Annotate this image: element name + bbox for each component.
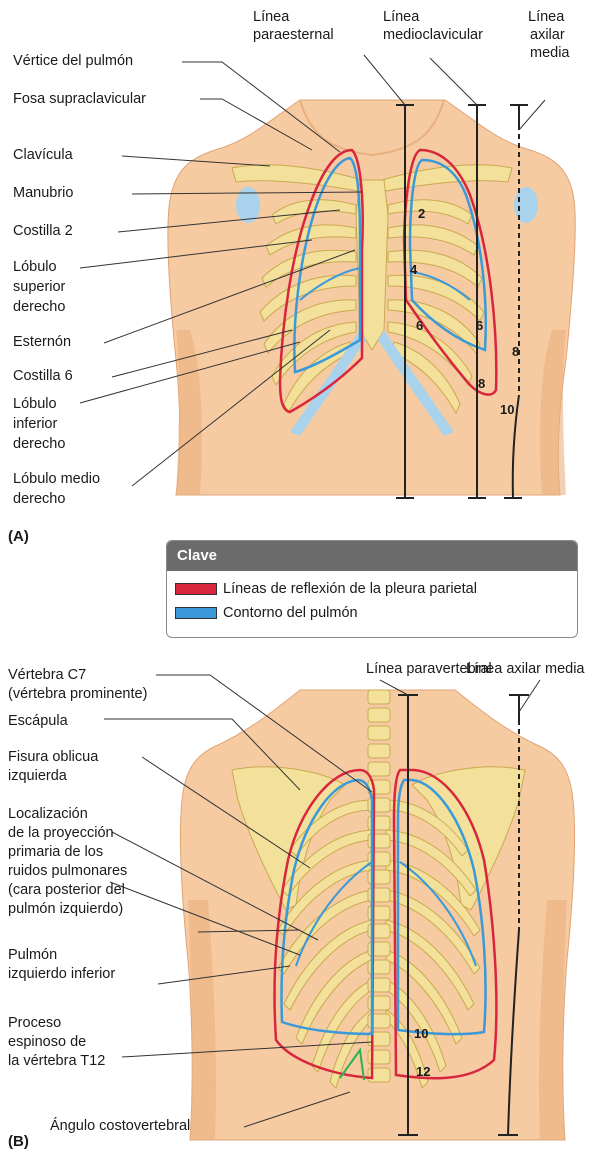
- label-lobulo-sup-1: Lóbulo: [13, 258, 57, 276]
- shoulder-joint-left: [514, 187, 538, 223]
- label-localizacion-5: (cara posterior del: [8, 881, 125, 899]
- label-lobulo-inf-3: derecho: [13, 435, 65, 453]
- label-clavicula: Clavícula: [13, 146, 73, 164]
- label-lobulo-medio-2: derecho: [13, 490, 65, 508]
- legend-swatch-red: [175, 583, 217, 595]
- legend-title: Clave: [167, 541, 577, 571]
- rib-number-10-posterior: 10: [414, 1026, 428, 1041]
- label-linea-axilar-3: media: [530, 44, 570, 62]
- label-fisura-oblicua-1: Fisura oblicua: [8, 748, 98, 766]
- label-fosa-supraclavicular: Fosa supraclavicular: [13, 90, 146, 108]
- rib-number-2: 2: [418, 206, 425, 221]
- legend-key: Clave Líneas de reflexión de la pleura p…: [166, 540, 578, 638]
- label-localizacion-3: primaria de los: [8, 843, 103, 861]
- label-lobulo-inf-1: Lóbulo: [13, 395, 57, 413]
- label-proceso-1: Proceso: [8, 1014, 61, 1032]
- label-linea-axilar-media: Línea axilar media: [466, 660, 585, 678]
- label-linea-medioclavicular-2: medioclavicular: [383, 26, 483, 44]
- label-proceso-2: espinoso de: [8, 1033, 86, 1051]
- label-proceso-3: la vértebra T12: [8, 1052, 105, 1070]
- label-linea-axilar-2: axilar: [530, 26, 565, 44]
- label-linea-paraesternal-2: paraesternal: [253, 26, 334, 44]
- label-localizacion-1: Localización: [8, 805, 88, 823]
- label-linea-paraesternal-1: Línea: [253, 8, 289, 26]
- rib-number-4: 4: [410, 262, 417, 277]
- label-localizacion-6: pulmón izquierdo): [8, 900, 123, 918]
- rib-number-8-medio: 8: [478, 376, 485, 391]
- label-angulo-costovertebral: Ángulo costovertebral: [50, 1117, 190, 1135]
- panel-label-a: (A): [8, 528, 29, 545]
- rib-number-8-axilar: 8: [512, 344, 519, 359]
- legend-item-lung: Contorno del pulmón: [175, 605, 358, 621]
- label-lobulo-inf-2: inferior: [13, 415, 57, 433]
- label-pulmon-inf-1: Pulmón: [8, 946, 57, 964]
- legend-swatch-blue: [175, 607, 217, 619]
- label-lobulo-sup-3: derecho: [13, 298, 65, 316]
- label-escapula: Escápula: [8, 712, 68, 730]
- legend-label-pleura: Líneas de reflexión de la pleura parieta…: [223, 581, 477, 597]
- shoulder-joint-right: [236, 187, 260, 223]
- label-manubrio: Manubrio: [13, 184, 73, 202]
- label-pulmon-inf-2: izquierdo inferior: [8, 965, 115, 983]
- anterior-thorax: [80, 55, 575, 498]
- label-localizacion-2: de la proyección: [8, 824, 114, 842]
- rib-number-6-medial: 6: [416, 318, 423, 333]
- rib-number-10: 10: [500, 402, 514, 417]
- label-vertebra-c7: Vértebra C7: [8, 666, 86, 684]
- rib-number-6-lateral: 6: [476, 318, 483, 333]
- label-vertebra-prominente: (vértebra prominente): [8, 685, 147, 703]
- legend-item-pleura: Líneas de reflexión de la pleura parieta…: [175, 581, 477, 597]
- label-esternon: Esternón: [13, 333, 71, 351]
- label-vertice-pulmon: Vértice del pulmón: [13, 52, 133, 70]
- rib-number-12-posterior: 12: [416, 1064, 430, 1079]
- label-linea-axilar-1: Línea: [528, 8, 564, 26]
- label-linea-medioclavicular-1: Línea: [383, 8, 419, 26]
- label-costilla-2: Costilla 2: [13, 222, 73, 240]
- posterior-thorax: [104, 675, 575, 1140]
- label-fisura-oblicua-2: izquierda: [8, 767, 67, 785]
- label-lobulo-sup-2: superior: [13, 278, 65, 296]
- legend-label-lung: Contorno del pulmón: [223, 605, 358, 621]
- label-costilla-6: Costilla 6: [13, 367, 73, 385]
- panel-label-b: (B): [8, 1133, 29, 1150]
- label-localizacion-4: ruidos pulmonares: [8, 862, 127, 880]
- label-lobulo-medio-1: Lóbulo medio: [13, 470, 100, 488]
